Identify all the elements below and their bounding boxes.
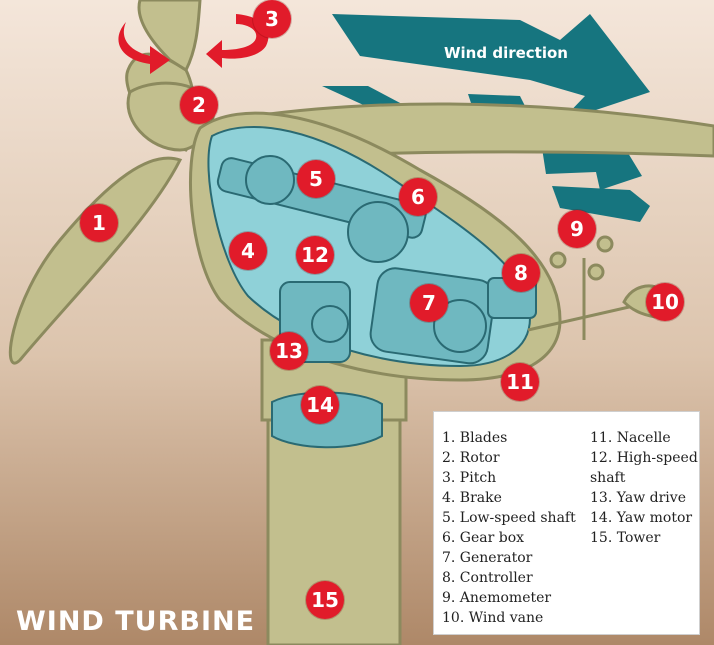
badge-7: 7: [410, 284, 448, 322]
lower-blade: [8, 156, 183, 365]
badge-4: 4: [229, 232, 267, 270]
legend-item-1: 1. Blades: [442, 430, 508, 446]
legend-item-5: 5. Low-speed shaft: [442, 510, 576, 526]
badge-9: 9: [558, 210, 596, 248]
legend-item-6: 6. Gear box: [442, 530, 525, 546]
legend-item-12: 12. High-speed shaft: [590, 450, 698, 486]
legend-item-14: 14. Yaw motor: [590, 510, 693, 526]
badge-2: 2: [180, 86, 218, 124]
legend-item-8: 8. Controller: [442, 570, 533, 586]
upper-blade: [137, 0, 202, 73]
pitch-arrows: [118, 14, 269, 74]
badge-13: 13: [270, 332, 308, 370]
diagram-title: WIND TURBINE: [16, 606, 256, 637]
legend-item-7: 7. Generator: [442, 550, 533, 566]
legend-item-10: 10. Wind vane: [442, 610, 544, 626]
wind-direction-label: Wind direction: [444, 44, 568, 62]
badge-14: 14: [301, 386, 339, 424]
legend-item-4: 4. Brake: [442, 490, 502, 506]
legend-column-2: 11. Nacelle 12. High-speed shaft 13. Yaw…: [590, 428, 698, 548]
legend: 1. Blades 2. Rotor 3. Pitch 4. Brake 5. …: [433, 411, 700, 635]
wind-arrows: [322, 14, 650, 222]
badge-12: 12: [296, 236, 334, 274]
legend-item-13: 13. Yaw drive: [590, 490, 686, 506]
badge-5: 5: [297, 160, 335, 198]
badge-1: 1: [80, 204, 118, 242]
legend-item-11: 11. Nacelle: [590, 430, 671, 446]
badge-3: 3: [253, 0, 291, 38]
legend-column-1: 1. Blades 2. Rotor 3. Pitch 4. Brake 5. …: [442, 428, 582, 628]
legend-item-3: 3. Pitch: [442, 470, 497, 486]
legend-item-15: 15. Tower: [590, 530, 661, 546]
badge-11: 11: [501, 363, 539, 401]
badge-10: 10: [646, 283, 684, 321]
badge-15: 15: [306, 581, 344, 619]
legend-item-2: 2. Rotor: [442, 450, 500, 466]
legend-item-9: 9. Anemometer: [442, 590, 552, 606]
badge-6: 6: [399, 178, 437, 216]
badge-8: 8: [502, 254, 540, 292]
